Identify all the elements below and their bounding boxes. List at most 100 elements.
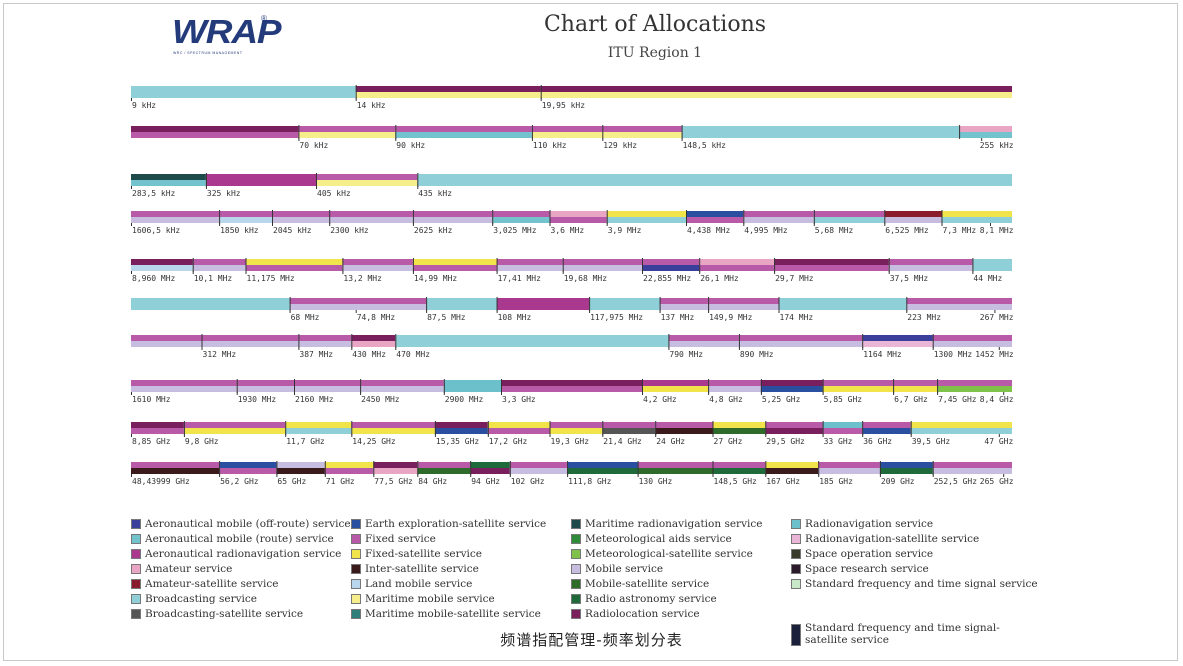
segment-divider — [492, 210, 494, 224]
allocation-segment — [540, 86, 1012, 92]
allocation-segment — [822, 380, 894, 386]
frequency-tick — [818, 474, 820, 477]
frequency-tick — [932, 347, 934, 350]
frequency-tick — [1003, 392, 1005, 395]
frequency-label: 15,35 GHz — [436, 437, 480, 446]
figure-caption: 频谱指配管理-频率划分表 — [500, 631, 683, 649]
allocation-segment — [822, 422, 863, 428]
allocation-segment — [492, 217, 550, 223]
frequency-label: 4,995 MHz — [744, 226, 788, 235]
allocation-segment — [131, 217, 220, 223]
allocation-segment — [738, 341, 863, 347]
allocation-segment — [412, 265, 497, 271]
frequency-label: 39,5 GHz — [912, 437, 951, 446]
frequency-tick — [637, 474, 639, 477]
frequency-tick — [298, 347, 300, 350]
frequency-label: 14,99 MHz — [414, 274, 458, 283]
frequency-label: 110 kHz — [533, 141, 567, 150]
frequency-label: 9 kHz — [132, 101, 156, 110]
frequency-label: 209 GHz — [881, 477, 915, 486]
frequency-label: 148,5 GHz — [714, 477, 758, 486]
allocation-segment — [906, 304, 1012, 310]
frequency-label: 19,68 MHz — [564, 274, 608, 283]
allocation-segment — [131, 180, 206, 186]
segment-divider — [879, 461, 881, 475]
allocation-segment — [602, 132, 682, 138]
allocation-segment — [509, 462, 568, 468]
frequency-tick — [395, 138, 397, 141]
segment-divider — [941, 210, 943, 224]
segment-divider — [637, 461, 639, 475]
segment-divider — [738, 334, 740, 348]
segment-divider — [540, 85, 542, 99]
frequency-tick — [131, 271, 132, 274]
allocation-segment — [606, 217, 686, 223]
allocation-segment — [183, 428, 286, 434]
frequency-tick — [272, 223, 273, 226]
frequency-label: 17,41 MHz — [498, 274, 542, 283]
frequency-tick — [131, 392, 132, 395]
allocation-segment — [712, 428, 766, 434]
allocation-segment — [743, 217, 814, 223]
allocation-segment — [765, 468, 819, 474]
frequency-tick — [183, 434, 185, 437]
frequency-label: 185 GHz — [819, 477, 853, 486]
segment-divider — [686, 210, 687, 224]
frequency-tick — [699, 271, 701, 274]
frequency-tick — [487, 434, 489, 437]
frequency-tick — [509, 474, 511, 477]
allocation-segment — [818, 468, 880, 474]
frequency-tick — [426, 310, 428, 313]
allocation-segment — [496, 298, 590, 310]
allocation-segment — [342, 265, 413, 271]
allocation-segment — [549, 428, 603, 434]
allocation-segment — [245, 259, 343, 265]
frequency-label: 77,5 GHz — [374, 477, 413, 486]
allocation-segment — [298, 132, 396, 138]
allocation-segment — [668, 335, 739, 341]
segment-divider — [606, 210, 608, 224]
frequency-label: 6,525 MHz — [885, 226, 929, 235]
allocation-segment — [373, 468, 418, 474]
frequency-label: 167 GHz — [766, 477, 800, 486]
allocation-segment — [360, 386, 444, 392]
allocation-segment — [470, 468, 510, 474]
frequency-label: 2300 kHz — [330, 226, 369, 235]
allocation-segment — [818, 462, 880, 468]
segment-divider — [906, 297, 908, 311]
allocation-segment — [549, 217, 607, 223]
allocation-segment — [681, 126, 960, 138]
allocation-segment — [131, 468, 220, 474]
segment-divider — [245, 258, 247, 272]
allocation-segment — [131, 265, 193, 271]
frequency-tick — [862, 434, 864, 437]
frequency-tick — [893, 392, 895, 395]
frequency-tick — [941, 223, 943, 226]
frequency-tick — [355, 98, 357, 101]
allocation-segment — [932, 468, 1012, 474]
allocation-segment — [937, 386, 1012, 392]
allocation-segment — [373, 462, 418, 468]
frequency-tick — [760, 392, 762, 395]
allocation-segment — [219, 462, 277, 468]
segment-divider — [487, 421, 489, 435]
allocation-segment — [285, 422, 352, 428]
segment-divider — [774, 258, 776, 272]
allocation-segment — [131, 86, 356, 98]
frequency-tick — [738, 347, 740, 350]
frequency-label: 149,9 MHz — [709, 313, 753, 322]
frequency-tick — [708, 310, 710, 313]
allocation-segment — [765, 462, 819, 468]
segment-divider — [760, 379, 762, 393]
frequency-label: 56,2 GHz — [220, 477, 259, 486]
allocation-segment — [712, 462, 766, 468]
allocation-segment — [637, 462, 713, 468]
allocation-segment — [298, 335, 352, 341]
frequency-tick — [355, 310, 357, 313]
frequency-label: 68 MHz — [291, 313, 320, 322]
allocation-segment — [434, 428, 488, 434]
